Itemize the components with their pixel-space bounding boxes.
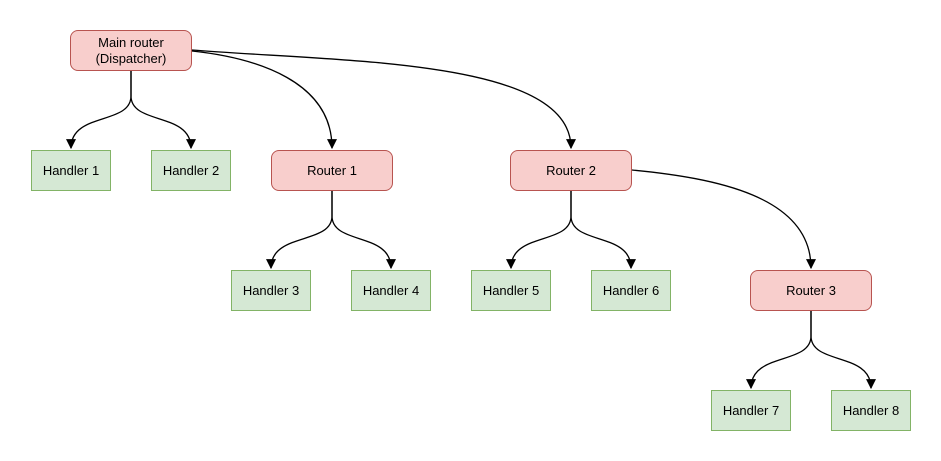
edge-router1-handler3 — [266, 191, 333, 270]
node-handler-1: Handler 1 — [31, 150, 111, 191]
node-handler-8: Handler 8 — [831, 390, 911, 431]
node-handler-6: Handler 6 — [591, 270, 671, 311]
edge-main-handler2 — [130, 71, 196, 150]
edge-main-router2 — [191, 49, 576, 150]
node-handler-2: Handler 2 — [151, 150, 231, 191]
edge-main-router1 — [191, 50, 337, 150]
edge-router1-handler4 — [331, 191, 396, 270]
node-handler-7: Handler 7 — [711, 390, 791, 431]
edge-router3-handler7 — [746, 311, 812, 390]
node-handler-3: Handler 3 — [231, 270, 311, 311]
edge-router2-router3 — [631, 169, 816, 270]
edge-router2-handler6 — [570, 191, 636, 270]
node-handler-4: Handler 4 — [351, 270, 431, 311]
node-router-2: Router 2 — [510, 150, 632, 191]
edge-router3-handler8 — [810, 311, 876, 390]
edge-main-handler1 — [66, 71, 132, 150]
node-handler-5: Handler 5 — [471, 270, 551, 311]
node-main-router: Main router (Dispatcher) — [70, 30, 192, 71]
node-router-1: Router 1 — [271, 150, 393, 191]
edge-router2-handler5 — [506, 191, 572, 270]
node-router-3: Router 3 — [750, 270, 872, 311]
